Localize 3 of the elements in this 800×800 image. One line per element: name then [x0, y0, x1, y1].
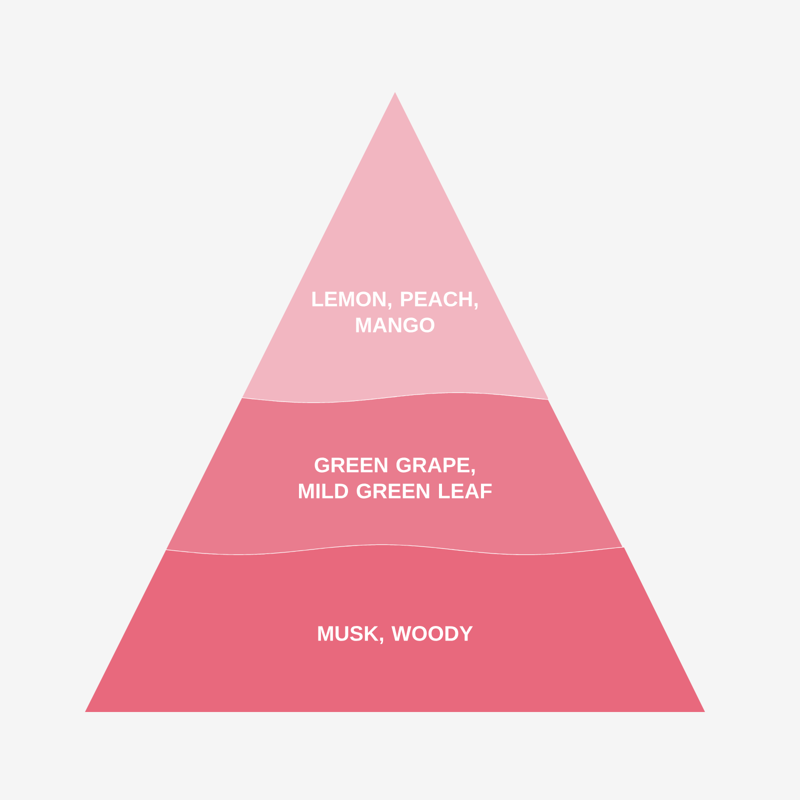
- pyramid-layer: LEMON, PEACH, MANGO: [242, 92, 548, 404]
- pyramid-layer: MUSK, WOODY: [85, 545, 705, 712]
- pyramid-layer: GREEN GRAPE, MILD GREEN LEAF: [166, 393, 624, 556]
